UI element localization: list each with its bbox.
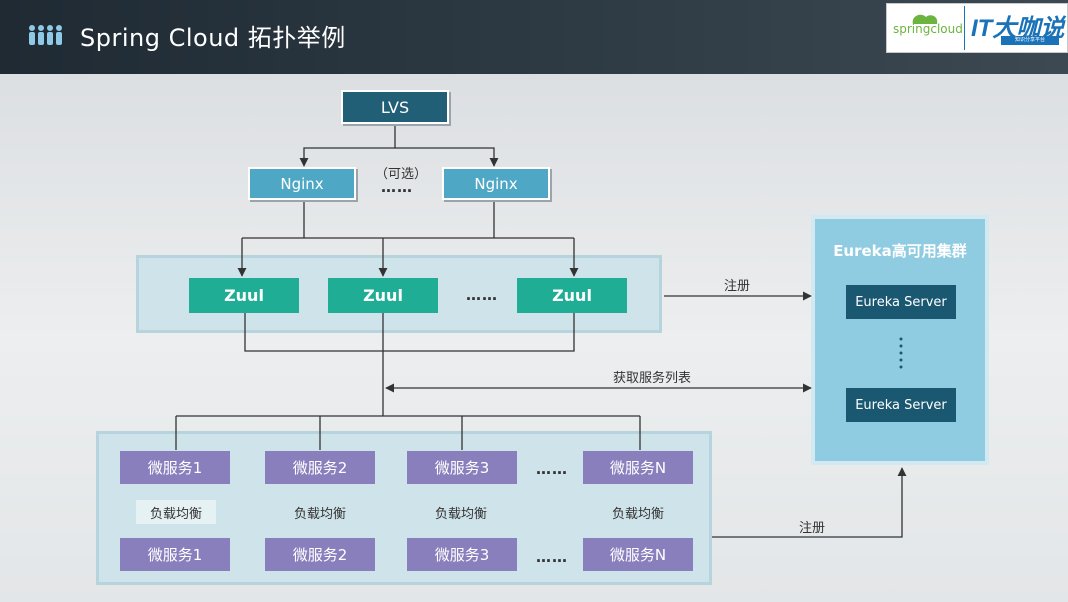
microservice-top-n: 微服务N — [583, 451, 693, 484]
microservice-register-label: 注册 — [799, 521, 826, 536]
load-balance-label-n: 负载均衡 — [611, 506, 664, 522]
microservice-bottom-1: 微服务1 — [120, 538, 230, 571]
microservice-top-ellipsis: …… — [536, 460, 568, 478]
logo-divider — [964, 6, 965, 50]
optional-label: （可选） — [375, 167, 428, 182]
load-balance-label-2: 负载均衡 — [293, 506, 346, 522]
microservice-bottom-2: 微服务2 — [265, 538, 375, 571]
spring-cloud-logo-text: springcloud — [893, 22, 963, 36]
nginx-node-1: Nginx — [248, 167, 356, 200]
microservice-bottom-ellipsis: …… — [536, 548, 568, 566]
microservice-top-1: 微服务1 — [120, 451, 230, 484]
microservice-top-2: 微服务2 — [265, 451, 375, 484]
eureka-cluster-title: Eureka高可用集群 — [833, 242, 967, 260]
eureka-vertical-ellipsis — [899, 337, 903, 369]
load-balance-label-1: 负载均衡 — [136, 500, 216, 524]
zuul-node-1: Zuul — [189, 278, 299, 313]
eureka-server-1: Eureka Server — [846, 285, 956, 319]
zuul-ellipsis: …… — [466, 286, 498, 304]
microservice-top-3: 微服务3 — [407, 451, 517, 484]
lvs-node: LVS — [341, 90, 449, 124]
service-list-label: 获取服务列表 — [613, 371, 692, 386]
microservice-bottom-n: 微服务N — [583, 538, 693, 571]
microservice-bottom-3: 微服务3 — [407, 538, 517, 571]
nginx-node-2: Nginx — [442, 167, 550, 200]
eureka-server-2: Eureka Server — [846, 388, 956, 422]
people-icon — [29, 25, 62, 45]
spring-cloud-logo-icon — [912, 14, 938, 24]
it-logo-subtitle: 知识分享平台 — [1001, 36, 1059, 45]
load-balance-label-3: 负载均衡 — [434, 506, 487, 522]
zuul-node-2: Zuul — [328, 278, 438, 313]
zuul-node-3: Zuul — [517, 278, 627, 313]
nginx-ellipsis: …… — [381, 178, 413, 196]
page-title: Spring Cloud 拓扑举例 — [80, 24, 346, 52]
zuul-register-label: 注册 — [724, 279, 751, 294]
